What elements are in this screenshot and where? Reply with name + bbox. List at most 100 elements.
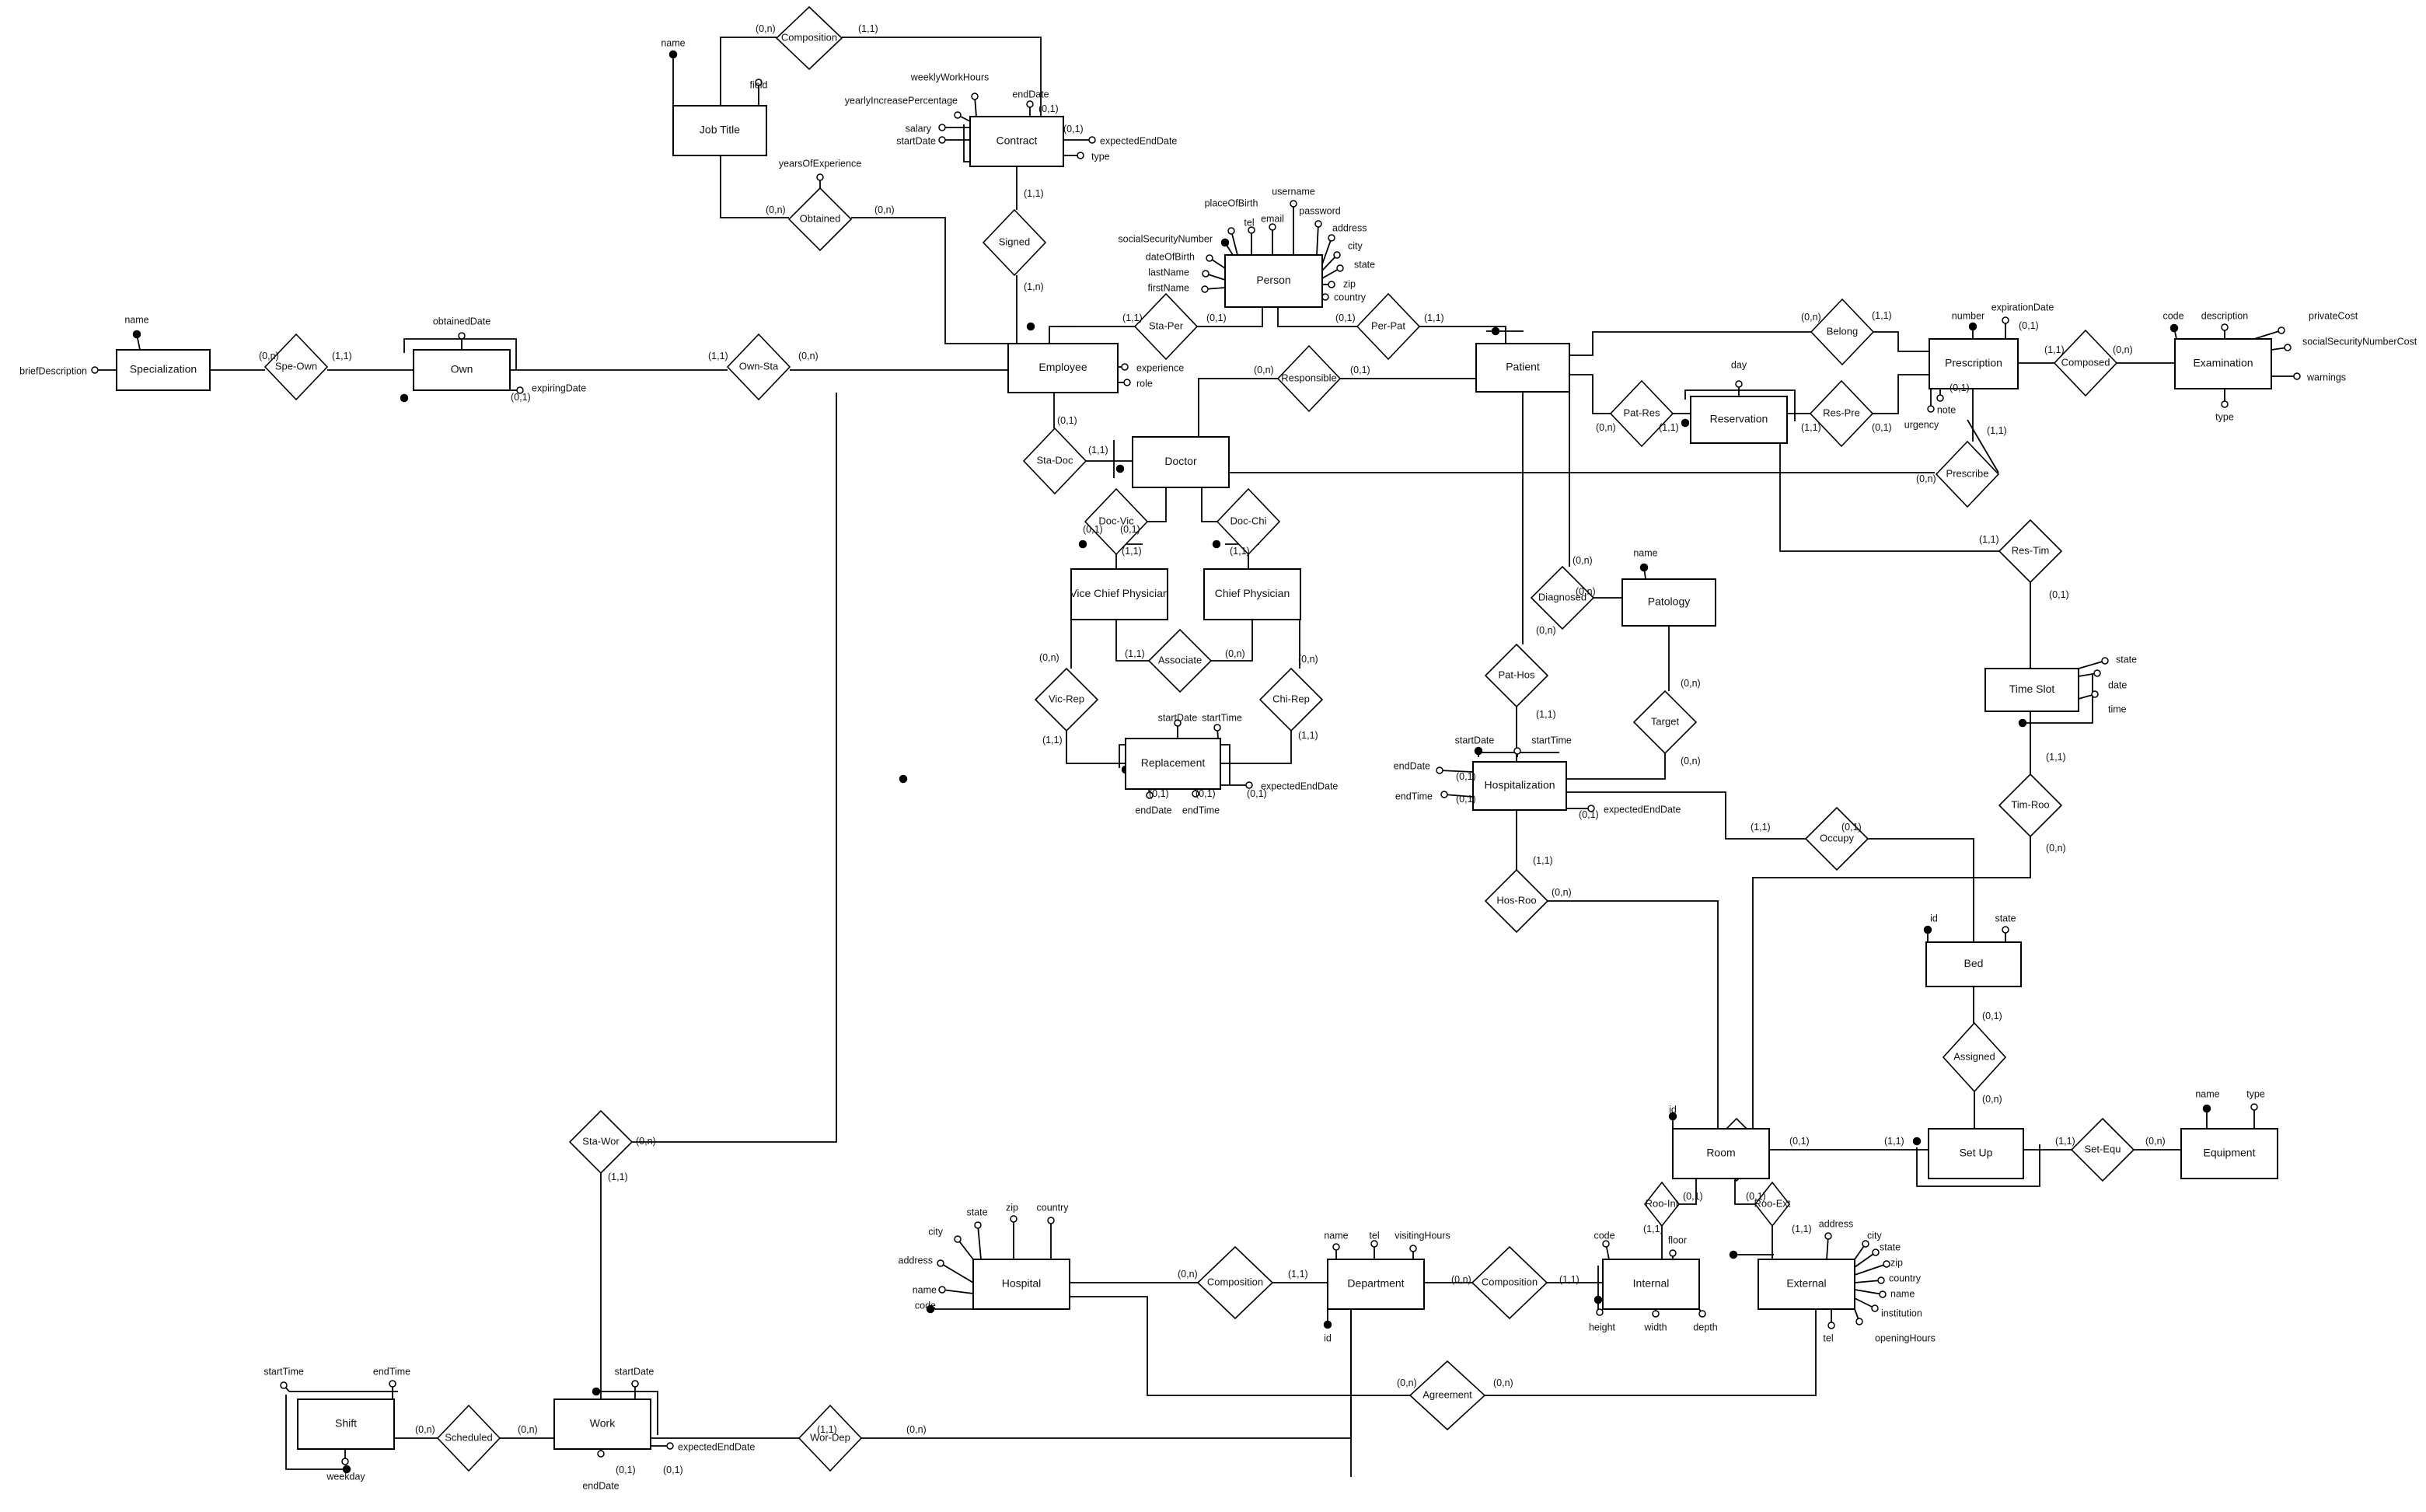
relationship-sta-wor[interactable]: Sta-Wor [568,1109,634,1175]
relationship-spe-own[interactable]: Spe-Own [264,333,329,401]
cardinality-label: (0,n) [1801,312,1821,323]
entity-external[interactable]: External [1758,1259,1855,1310]
cardinality-label: (1,1) [1979,534,1999,545]
entity-person[interactable]: Person [1224,254,1323,308]
entity-internal[interactable]: Internal [1602,1259,1700,1310]
attribute-dot-icon [1879,1290,1887,1298]
entity-department[interactable]: Department [1327,1259,1425,1310]
entity-reservation[interactable]: Reservation [1690,396,1788,444]
relationship-per-pat[interactable]: Per-Pat [1356,292,1421,361]
attribute-dot-icon [1088,136,1096,144]
relationship-sta-doc[interactable]: Sta-Doc [1022,427,1087,495]
entity-label: Room [1706,1147,1735,1159]
cardinality-label: (0,1) [1456,771,1476,782]
relationship-pat-hos[interactable]: Pat-Hos [1484,643,1549,708]
entity-doctor[interactable]: Doctor [1132,436,1230,488]
relationship-set-equ[interactable]: Set-Equ [2070,1117,2135,1182]
attribute-prescription-note: note [1936,389,1956,415]
attribute-bed-state: state [1995,913,2016,942]
key-attribute-dot-icon [1220,238,1230,247]
entity-work[interactable]: Work [553,1399,651,1450]
entity-prescription[interactable]: Prescription [1929,338,2019,389]
relationship-assigned[interactable]: Assigned [1942,1021,2007,1093]
relationship-wor-dep[interactable]: Wor-Dep [798,1404,863,1472]
attribute-label: zip [1006,1202,1018,1213]
cardinality-label: (0,1) [1335,313,1356,323]
attribute-external-state: state [1854,1241,1901,1268]
relationship-agreement[interactable]: Agreement [1408,1360,1486,1431]
entity-label: Doctor [1164,455,1197,467]
entity-room[interactable]: Room [1672,1128,1770,1179]
entity-bed[interactable]: Bed [1925,941,2022,987]
relationship-prescribe[interactable]: Prescribe [1935,440,2000,508]
relationship-roo-int[interactable]: Roo-Int [1643,1181,1681,1227]
relationship-belong[interactable]: Belong [1810,298,1875,366]
attribute-dot-icon [1596,1308,1604,1316]
relationship-hos-roo[interactable]: Hos-Roo [1484,868,1549,934]
relationship-obtained[interactable]: Obtained [787,187,853,252]
entity-examination[interactable]: Examination [2174,338,2272,389]
attribute-dot-icon [1248,226,1255,234]
relationship-doc-vic[interactable]: Doc-Vic [1084,487,1149,556]
attribute-dot-icon [1669,1249,1677,1257]
entity-specialization[interactable]: Specialization [116,349,211,391]
relationship-target[interactable]: Target [1632,690,1698,755]
cardinality-label: (1,1) [1122,546,1142,557]
attribute-label: name [1890,1288,1915,1299]
entity-chief[interactable]: Chief Physician [1203,568,1301,620]
relationship-diagnosed[interactable]: Diagnosed [1530,565,1595,630]
connector-line [1873,331,1929,352]
entity-vice-chief[interactable]: Vice Chief Physician [1070,568,1169,620]
relationship-scheduled[interactable]: Scheduled [436,1404,501,1472]
entity-contract[interactable]: Contract [969,116,1064,167]
entity-label: Hospital [1002,1277,1042,1290]
relationship-res-tim[interactable]: Res-Tim [1998,519,2063,584]
attribute-employee-experience: experience [1118,362,1184,373]
attribute-connector [1826,1235,1829,1260]
entity-hospital[interactable]: Hospital [972,1259,1070,1310]
entity-hospitalization[interactable]: Hospitalization [1472,761,1567,811]
entity-own[interactable]: Own [413,349,511,391]
attribute-label: role [1136,378,1153,389]
entity-replacement[interactable]: Replacement [1125,738,1221,790]
relationship-responsible[interactable]: Responsible [1276,344,1342,413]
entity-patient[interactable]: Patient [1475,343,1570,393]
relationship-sta-per[interactable]: Sta-Per [1133,292,1199,361]
entity-equipment[interactable]: Equipment [2180,1128,2278,1179]
relationship-signed[interactable]: Signed [982,208,1047,277]
entity-set-up[interactable]: Set Up [1928,1128,2024,1179]
entity-label: Equipment [2204,1147,2256,1159]
relationship-diamond [568,1109,634,1175]
relationship-occupy[interactable]: Occupy [1804,806,1869,871]
entity-box [1758,1259,1855,1310]
entity-employee[interactable]: Employee [1007,343,1119,393]
entity-time-slot[interactable]: Time Slot [1984,668,2079,712]
relationship-pat-res[interactable]: Pat-Res [1609,379,1674,448]
attribute-label: expectedEndDate [1100,135,1177,146]
attribute-label: description [2201,310,2248,321]
cardinality-label: (1,1) [2055,1136,2075,1147]
relationship-tim-roo[interactable]: Tim-Roo [1998,773,2063,838]
connector-line [1419,326,1506,344]
attribute-prescription-number: number [1952,310,1984,339]
attribute-dot-icon [1855,1318,1863,1325]
relationship-composed[interactable]: Composed [2053,329,2118,397]
cardinality-label: (0,n) [415,1424,435,1435]
cardinality-label: (0,n) [1178,1269,1198,1280]
attribute-dot-icon [1314,220,1322,228]
relationship-associate[interactable]: Associate [1147,628,1213,693]
entity-shift[interactable]: Shift [297,1399,395,1450]
entity-patology[interactable]: Patology [1621,578,1716,627]
entity-job-title[interactable]: Job Title [672,105,767,156]
relationship-chi-rep[interactable]: Chi-Rep [1258,667,1324,732]
relationship-own-sta[interactable]: Own-Sta [726,333,791,401]
relationship-res-pre[interactable]: Res-Pre [1809,379,1874,448]
relationship-composition-top[interactable]: Composition [775,5,843,71]
attribute-dot-icon [1409,1245,1417,1252]
relationship-roo-ext[interactable]: Roo-Ext [1754,1181,1791,1227]
relationship-composition-hosp[interactable]: Composition [1196,1245,1274,1320]
cardinality-label: (1,1) [1042,735,1063,746]
relationship-composition-dept[interactable]: Composition [1471,1245,1548,1320]
relationship-vic-rep[interactable]: Vic-Rep [1034,667,1099,732]
relationship-doc-chi[interactable]: Doc-Chi [1216,487,1281,556]
